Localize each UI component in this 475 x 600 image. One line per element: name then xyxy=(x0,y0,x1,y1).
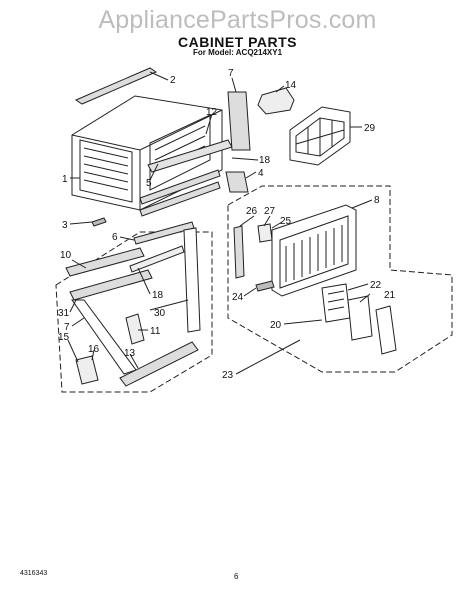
callout-23: 23 xyxy=(222,370,234,381)
part-3-screw xyxy=(91,217,107,227)
part-18-bar xyxy=(129,245,185,273)
page-number: 6 xyxy=(234,572,239,581)
callout-13: 13 xyxy=(124,348,136,359)
callout-27: 27 xyxy=(264,206,276,217)
callout-20: 20 xyxy=(270,320,282,331)
callout-18: 18 xyxy=(152,290,164,301)
diagram-title: CABINET PARTS xyxy=(177,34,298,50)
callout-3: 3 xyxy=(62,220,68,231)
callout-24: 24 xyxy=(232,292,244,303)
part-26-strip xyxy=(233,225,245,279)
part-11-clip xyxy=(125,313,145,345)
left-assembly-boundary xyxy=(55,231,213,393)
part-2-top-rail xyxy=(74,67,158,105)
part-29-grille xyxy=(289,106,351,166)
part-21-bracket xyxy=(347,295,373,341)
part-10-rail xyxy=(65,247,145,277)
part-14-bracket xyxy=(257,87,295,115)
part-24-pin xyxy=(255,280,275,292)
callout-11: 11 xyxy=(150,326,161,337)
callout-26: 26 xyxy=(246,206,258,217)
callout-25: 25 xyxy=(280,216,292,227)
callout-14: 14 xyxy=(285,80,297,91)
part-31-rail xyxy=(69,269,153,301)
callout-17: 18 xyxy=(259,155,271,166)
part-17-strip-b xyxy=(139,181,221,217)
callout-22: 22 xyxy=(370,280,382,291)
part-21-side xyxy=(375,305,397,355)
part-number: 4316343 xyxy=(20,570,48,577)
callout-12: 12 xyxy=(206,107,218,118)
callout-5: 5 xyxy=(146,178,152,189)
callout-1: 1 xyxy=(62,174,68,185)
callout-15: 15 xyxy=(58,332,70,343)
callout-2: 2 xyxy=(170,75,176,86)
callout-30: 30 xyxy=(154,308,166,319)
part-15-bracket xyxy=(75,355,99,385)
callout-21: 21 xyxy=(384,290,396,301)
callout-16: 16 xyxy=(88,344,100,355)
right-assembly-boundary xyxy=(227,185,453,373)
callout-4: 4 xyxy=(258,168,264,179)
part-13-base xyxy=(119,341,199,387)
callout-29: 29 xyxy=(364,123,376,134)
callout-31: 31 xyxy=(58,308,70,319)
callout-6: 6 xyxy=(112,232,118,243)
callout-7: 7 xyxy=(64,322,70,333)
part-4-plate xyxy=(225,171,249,193)
part-8-chassis xyxy=(271,204,357,297)
part-30-post xyxy=(183,227,201,333)
part-17-strip xyxy=(139,169,221,205)
part-22-bracket xyxy=(321,283,351,323)
callout-8: 8 xyxy=(374,195,380,206)
callout-9: 7 xyxy=(228,68,234,79)
watermark: AppliancePartsPros.com xyxy=(98,6,377,34)
part-9-filter xyxy=(227,91,251,151)
model-line: For Model: ACQ214XY1 xyxy=(192,48,283,57)
part-27-block xyxy=(257,223,273,243)
callout-10: 10 xyxy=(60,250,72,261)
